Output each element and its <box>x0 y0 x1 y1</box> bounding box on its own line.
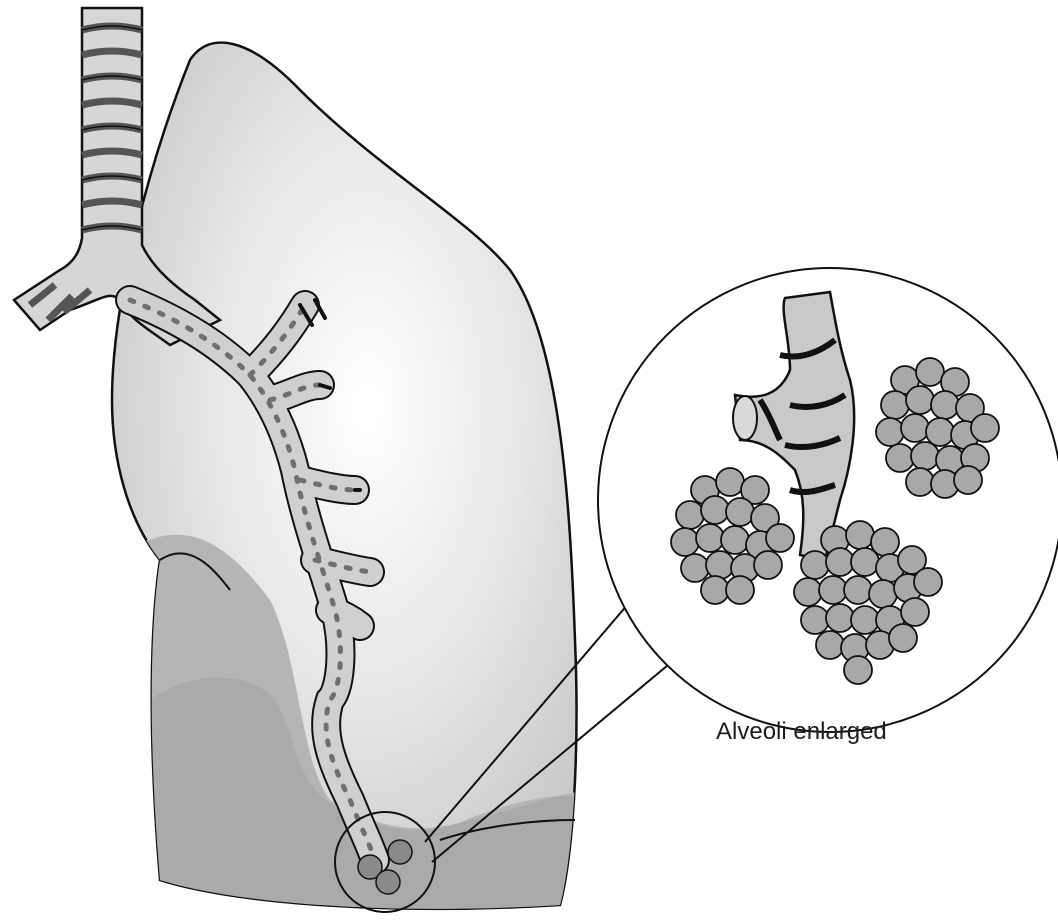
alveoli-enlarged-label: Alveoli enlarged <box>716 718 956 746</box>
alveolar-sac-icon <box>598 268 1058 732</box>
